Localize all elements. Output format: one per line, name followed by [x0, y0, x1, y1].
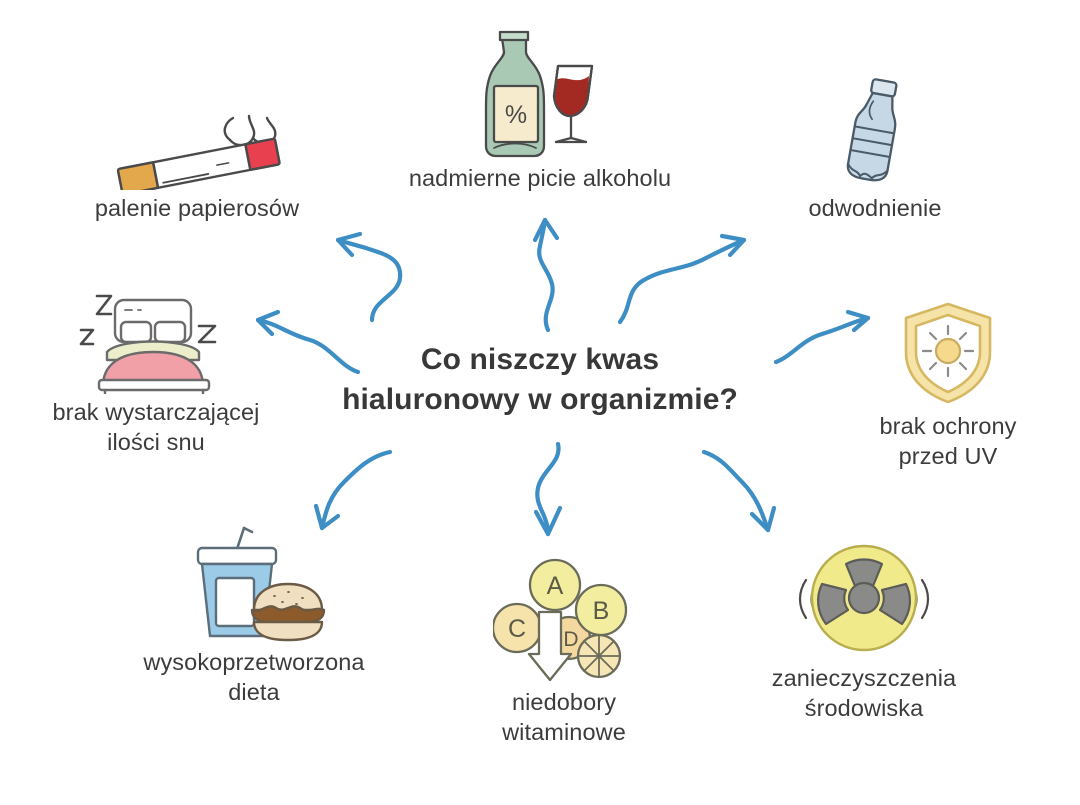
arrow-down-left [313, 449, 393, 531]
factor-label: niedobory witaminowe [502, 689, 626, 745]
factor-label: palenie papierosów [94, 195, 300, 221]
factor-label: wysokoprzetworzona dieta [143, 649, 365, 705]
arrow-up-right [617, 233, 747, 325]
sun-shield-icon [904, 302, 992, 404]
factor-diet: wysokoprzetworzona dieta [86, 522, 422, 707]
zzz-icon [79, 294, 217, 346]
radiation-hazard-icon [798, 544, 930, 652]
factor-label: brak wystarczającej ilości snu [52, 399, 260, 455]
factor-vitamins: A B C D niedobory witaminowe [448, 552, 680, 747]
vitamin-b-circle [574, 583, 628, 637]
vitamin-c-label: C [508, 615, 526, 643]
vitamin-deficiency-icon: A B C D [493, 558, 628, 682]
vitamin-d-label: D [563, 628, 578, 651]
factor-label: zanieczyszczenia środowiska [771, 665, 957, 721]
factor-label: odwodnienie [808, 195, 942, 221]
factor-sleep: brak wystarczającej ilości snu [6, 282, 306, 457]
bottle-percent-text: % [505, 101, 527, 129]
factor-label: nadmierne picie alkoholu [408, 165, 672, 191]
page-title: Co niszczy kwas hialuronowy w organizmie… [342, 343, 738, 416]
fast-food-icon [196, 526, 326, 642]
water-bottle-icon [846, 78, 898, 182]
factor-smoking: palenie papierosów [32, 92, 362, 224]
arrow-down-right [701, 449, 777, 533]
vitamin-b-label: B [593, 597, 610, 625]
vitamin-a-label: A [547, 572, 564, 600]
factor-uv: brak ochrony przed UV [828, 296, 1068, 471]
factor-pollution: zanieczyszczenia środowiska [726, 534, 1002, 723]
cigarette-icon [116, 114, 281, 190]
alcohol-bottle-glass-icon: % [484, 30, 594, 158]
vitamin-a-circle [528, 558, 582, 612]
arrow-up [532, 217, 560, 333]
arrow-down [533, 441, 563, 537]
bed-sleep-icon [79, 294, 217, 394]
factor-alcohol: % nadmierne picie alkoholu [362, 18, 718, 194]
arrow-up-left [335, 231, 403, 323]
factor-dehydration: odwodnienie [746, 72, 1004, 224]
factor-label: brak ochrony przed UV [879, 413, 1017, 469]
